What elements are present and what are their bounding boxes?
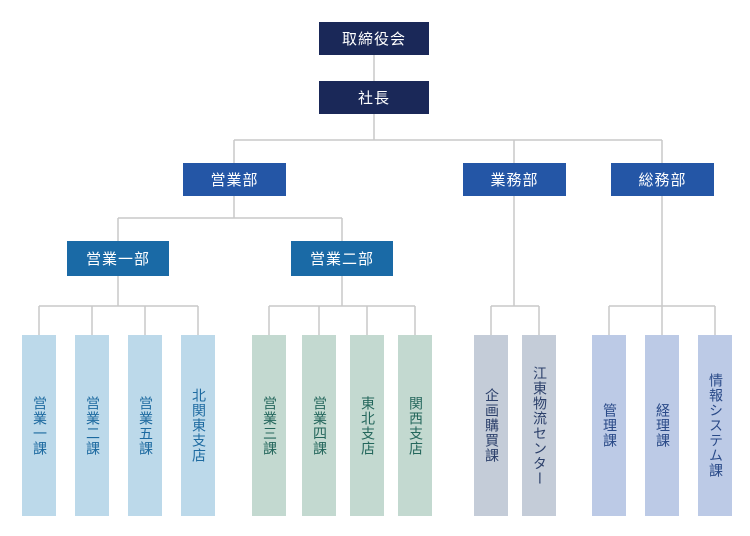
sales-first-dept-box: 営業一部: [67, 241, 169, 276]
section-box: 営業三課: [252, 335, 286, 516]
section-box: 営業二課: [75, 335, 109, 516]
general-division-box: 総務部: [611, 163, 714, 196]
branch-box: 東北支店: [350, 335, 384, 516]
branch-box: 関西支店: [398, 335, 432, 516]
section-box: 経理課: [645, 335, 679, 516]
section-box: 営業四課: [302, 335, 336, 516]
board-box: 取締役会: [319, 22, 429, 55]
section-box: 企画購買課: [474, 335, 508, 516]
section-box: 営業五課: [128, 335, 162, 516]
section-box: 営業一課: [22, 335, 56, 516]
sales-second-dept-box: 営業二部: [291, 241, 393, 276]
section-box: 情報システム課: [698, 335, 732, 516]
president-box: 社長: [319, 81, 429, 114]
branch-box: 北関東支店: [181, 335, 215, 516]
logistics-center-box: 江東物流センター: [522, 335, 556, 516]
business-division-box: 業務部: [463, 163, 566, 196]
sales-division-box: 営業部: [183, 163, 286, 196]
section-box: 管理課: [592, 335, 626, 516]
